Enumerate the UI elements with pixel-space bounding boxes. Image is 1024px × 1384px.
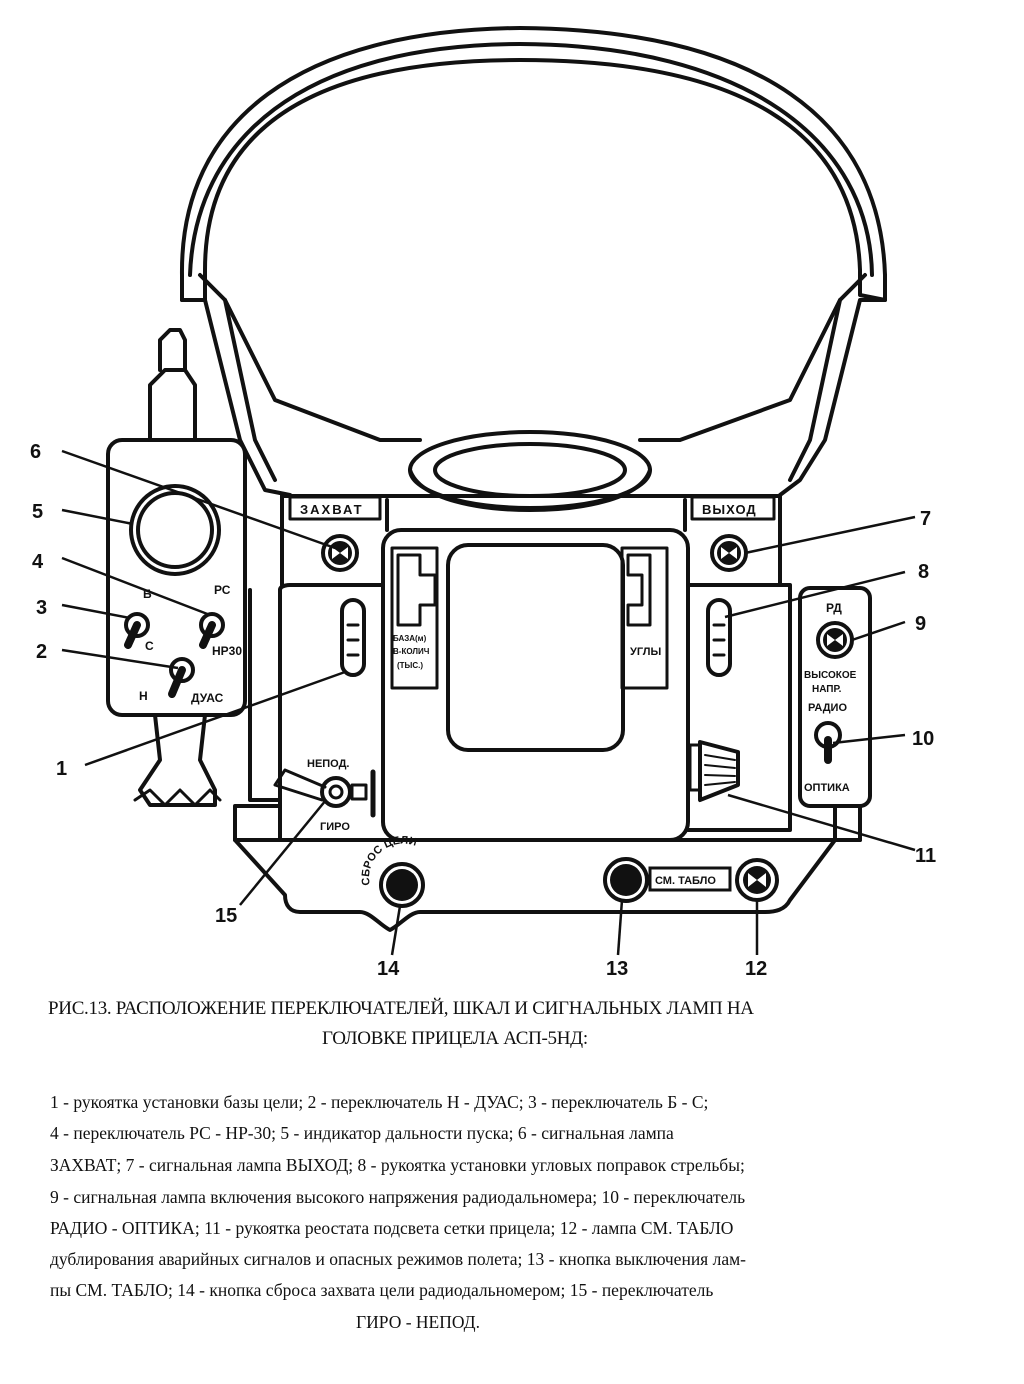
label-vysokoe-2: НАПР.: [812, 684, 842, 695]
button-sm-tablo-off[interactable]: [603, 857, 649, 903]
label-optika: ОПТИКА: [804, 782, 850, 794]
giro-switch: [320, 776, 352, 808]
callout-3: 3: [36, 597, 47, 619]
label-baza-1: БАЗА(м): [393, 634, 427, 643]
label-rd: РД: [826, 601, 842, 615]
label-radio: РАДИО: [808, 702, 847, 714]
left-control-box: [106, 438, 247, 717]
button-sbros-celi[interactable]: [379, 862, 425, 908]
right-body: [686, 583, 792, 832]
legend-line: дублирования аварийных сигналов и опасны…: [50, 1249, 747, 1269]
label-n: Н: [139, 689, 148, 703]
toggle-n-duas: [168, 657, 195, 698]
label-nr30: НР30: [212, 644, 242, 658]
legend-line: ЗАХВАТ; 7 - сигнальная лампа ВЫХОД; 8 - …: [50, 1155, 745, 1175]
right-post: [778, 273, 887, 497]
base-scale-window: [390, 546, 439, 690]
label-box-zahvat: [288, 495, 382, 521]
label-box-sm-tablo: [648, 866, 732, 892]
lamp-sm-tablo: [735, 858, 779, 902]
callout-14: 14: [377, 958, 400, 980]
label-baza-2: В-КОЛИЧ: [393, 647, 430, 656]
caption-line-2: ГОЛОВКЕ ПРИЦЕЛА АСП-5НД:: [322, 1028, 588, 1049]
callout-9: 9: [915, 613, 926, 635]
label-rs: РС: [214, 583, 231, 597]
legend-line: РАДИО - ОПТИКА; 11 - рукоятка реостата п…: [50, 1218, 734, 1238]
toggle-rs-nr30: [199, 612, 225, 649]
lamp-zahvat: [321, 534, 359, 572]
label-giro: ГИРО: [320, 821, 350, 833]
angle-knob-slot: [706, 598, 732, 677]
callout-15: 15: [215, 905, 237, 927]
left-post: [180, 273, 292, 497]
sight-head-diagram: 6 5 4 3 2 1 7 8 9 10 11 12 13 14 15 ЗАХВ…: [30, 26, 936, 980]
caption-line-1: РИС.13. РАСПОЛОЖЕНИЕ ПЕРЕКЛЮЧАТЕЛЕЙ, ШКА…: [48, 998, 754, 1019]
toggle-b-s: [124, 612, 150, 649]
label-sm-tablo: СМ. ТАБЛО: [655, 875, 716, 887]
callout-7: 7: [920, 508, 931, 530]
label-ugly: УГЛЫ: [630, 646, 662, 658]
label-nepod: НЕПОД.: [307, 758, 350, 770]
combiner-frame-outer: [179, 26, 887, 302]
callout-11: 11: [915, 845, 936, 867]
legend-line: пы СМ. ТАБЛО; 14 - кнопка сброса захвата…: [50, 1280, 714, 1300]
label-zahvat: ЗАХВАТ: [300, 502, 364, 517]
label-duas: ДУАС: [191, 691, 224, 705]
lamp-vyhod: [710, 534, 748, 572]
callout-12: 12: [745, 958, 767, 980]
legend-line: 9 - сигнальная лампа включения высокого …: [50, 1187, 746, 1207]
legend-line: 4 - переключатель РС - НР-30; 5 - индика…: [50, 1123, 674, 1143]
angle-scale-window: [620, 546, 669, 690]
reticle-window: [446, 543, 625, 752]
callout-6: 6: [30, 441, 41, 463]
base-knob-slot: [340, 598, 366, 677]
label-vyhod: ВЫХОД: [702, 502, 757, 517]
callout-1: 1: [56, 758, 67, 780]
label-b: Б: [143, 587, 152, 601]
combiner-frame-inner: [188, 42, 874, 277]
label-c: С: [145, 639, 154, 653]
right-control-box: [798, 586, 872, 808]
label-box-vyhod: [690, 495, 776, 521]
toggle-radio-optika: [814, 721, 842, 764]
callout-2: 2: [36, 641, 47, 663]
range-indicator: [129, 484, 221, 576]
lamp-rd: [816, 621, 854, 659]
callout-13: 13: [606, 958, 628, 980]
label-vysokoe-1: ВЫСОКОЕ: [804, 670, 857, 681]
label-baza-3: (ТЫС.): [397, 661, 423, 670]
legend-line: 1 - рукоятка установки базы цели; 2 - пе…: [50, 1092, 709, 1112]
callout-10: 10: [912, 728, 934, 750]
callout-4: 4: [32, 551, 44, 573]
callout-8: 8: [918, 561, 929, 583]
callout-5: 5: [32, 501, 43, 523]
legend-line: ГИРО - НЕПОД.: [356, 1312, 480, 1332]
